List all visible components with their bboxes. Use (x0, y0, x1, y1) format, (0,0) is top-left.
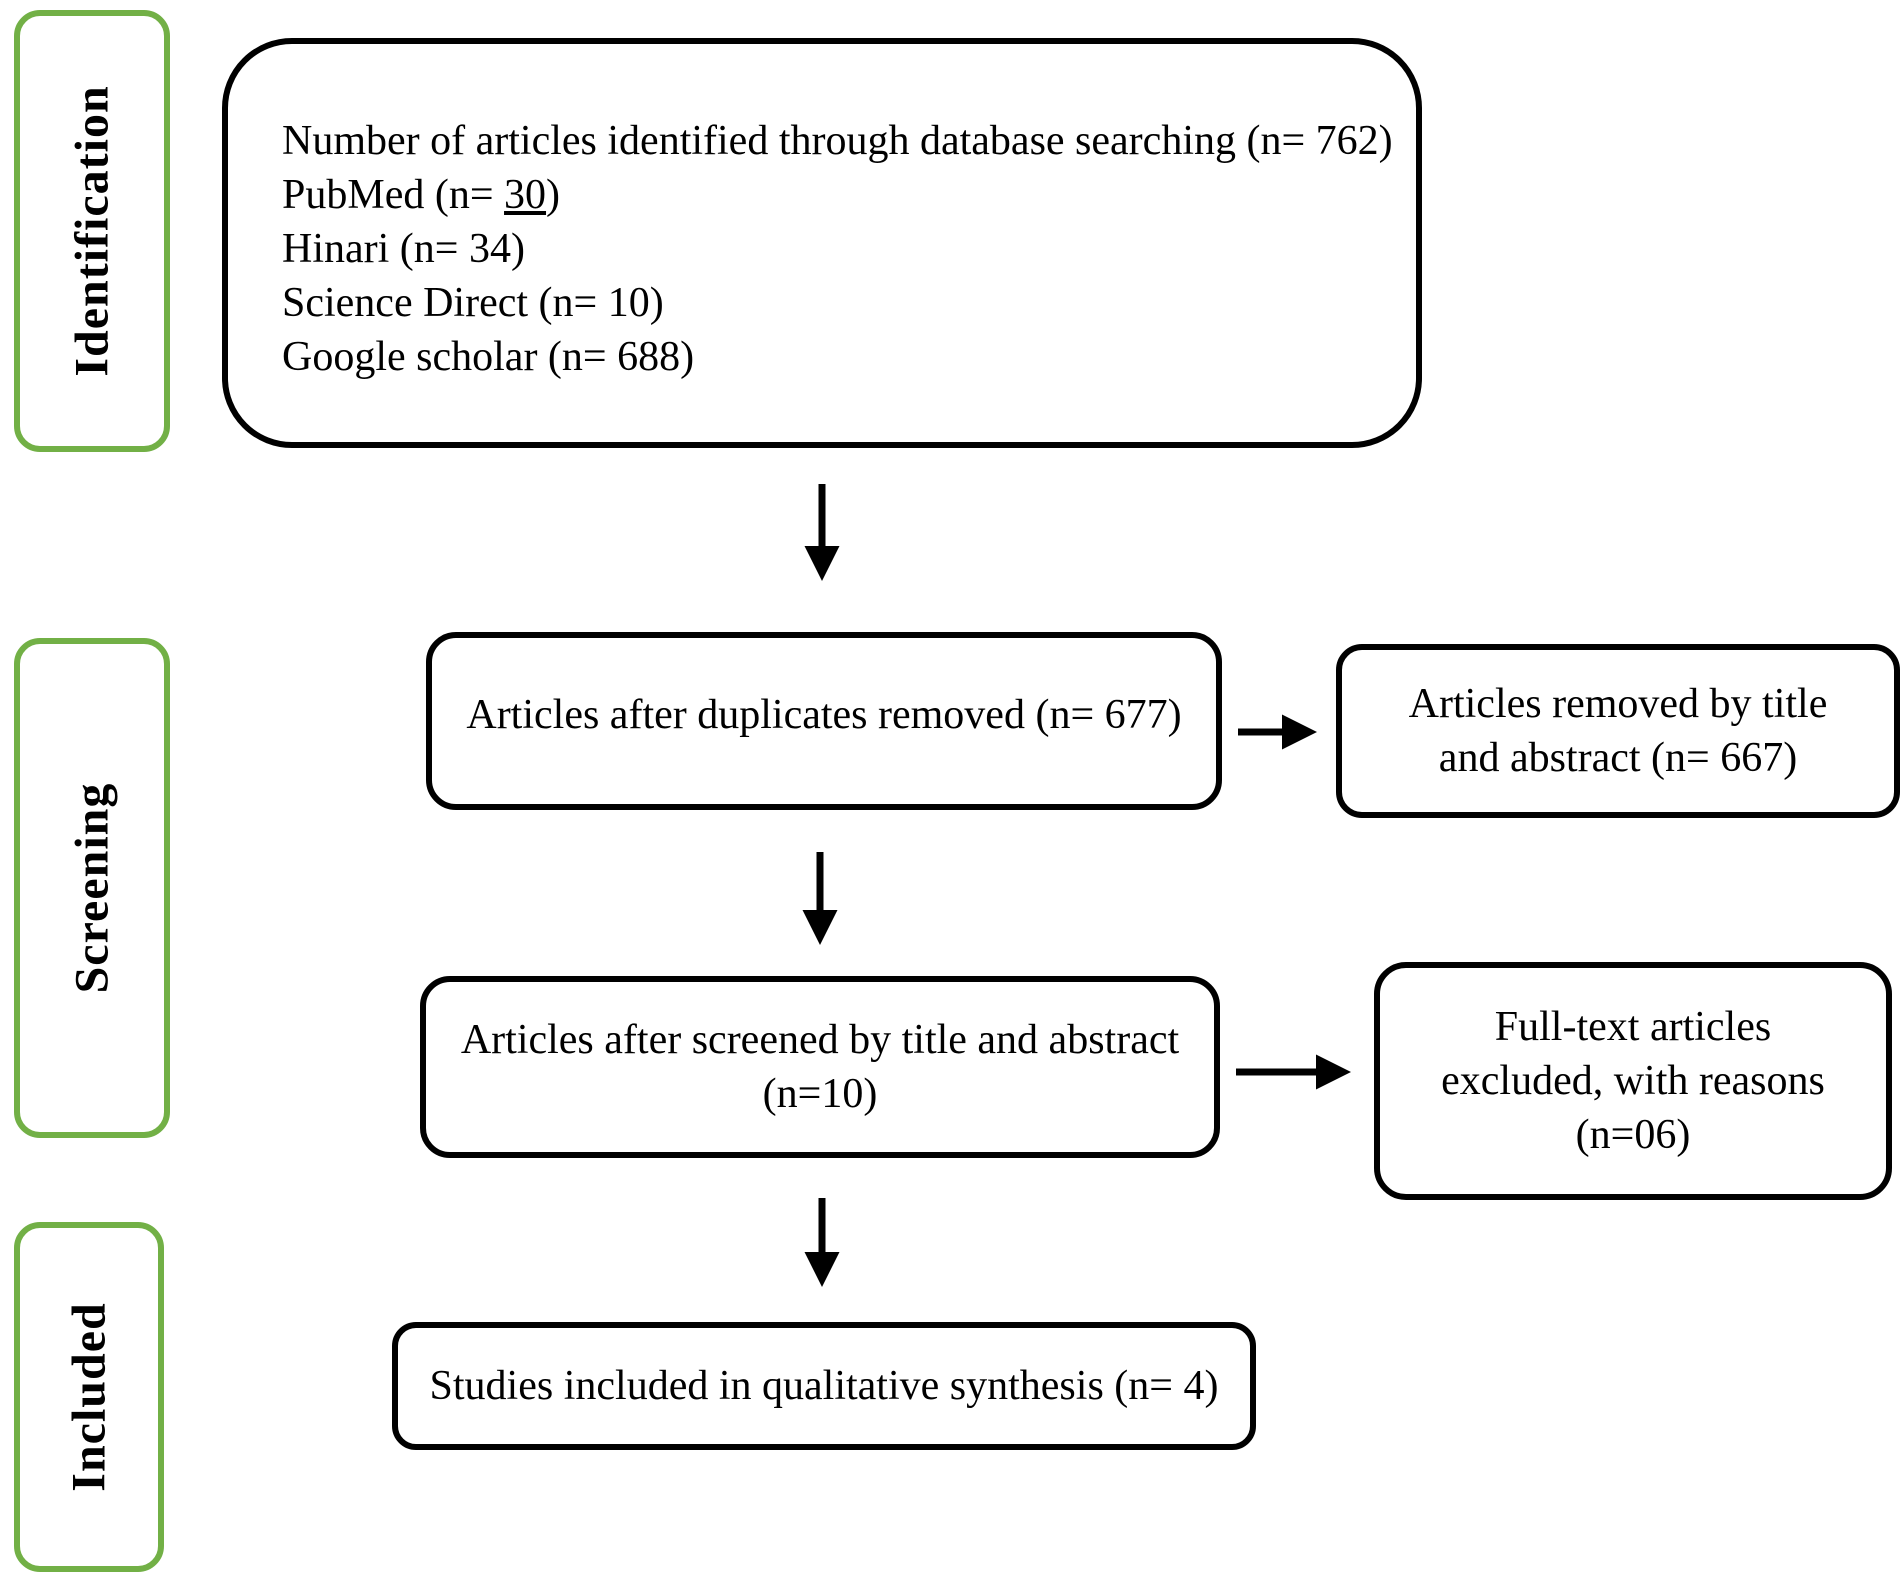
removed-by-title-box: Articles removed by title and abstract (… (1336, 644, 1900, 818)
fulltext-excluded-line3: (n=06) (1575, 1112, 1691, 1158)
screened-box: Articles after screened by title and abs… (420, 976, 1220, 1158)
pubmed-count: 30 (504, 172, 547, 218)
fulltext-excluded-line1: Full-text articles (1494, 1004, 1772, 1050)
fulltext-excluded-line2: excluded, with reasons (1441, 1058, 1825, 1104)
identification-google-scholar: Google scholar (n= 688) (282, 334, 695, 380)
removed-by-title-line1: Articles removed by title (1408, 681, 1828, 727)
stage-included: Included (14, 1222, 164, 1572)
identification-pubmed: PubMed (n= 30) (282, 168, 1416, 222)
pubmed-prefix: PubMed (n= (282, 172, 505, 218)
identification-box: Number of articles identified through da… (222, 38, 1422, 448)
identification-total: Number of articles identified through da… (282, 118, 1393, 164)
pubmed-suffix: ) (546, 172, 561, 218)
stage-identification: Identification (14, 10, 170, 452)
duplicates-removed-box: Articles after duplicates removed (n= 67… (426, 632, 1222, 810)
removed-by-title-line2: and abstract (n= 667) (1438, 735, 1798, 781)
stage-screening: Screening (14, 638, 170, 1138)
included-text: Studies included in qualitative synthesi… (429, 1363, 1219, 1409)
included-box: Studies included in qualitative synthesi… (392, 1322, 1256, 1450)
identification-science-direct: Science Direct (n= 10) (282, 280, 664, 326)
duplicates-removed-text: Articles after duplicates removed (n= 67… (466, 692, 1182, 738)
screened-line2: (n=10) (762, 1071, 878, 1117)
fulltext-excluded-box: Full-text articles excluded, with reason… (1374, 962, 1892, 1200)
identification-hinari: Hinari (n= 34) (282, 226, 525, 272)
screened-line1: Articles after screened by title and abs… (460, 1017, 1180, 1063)
